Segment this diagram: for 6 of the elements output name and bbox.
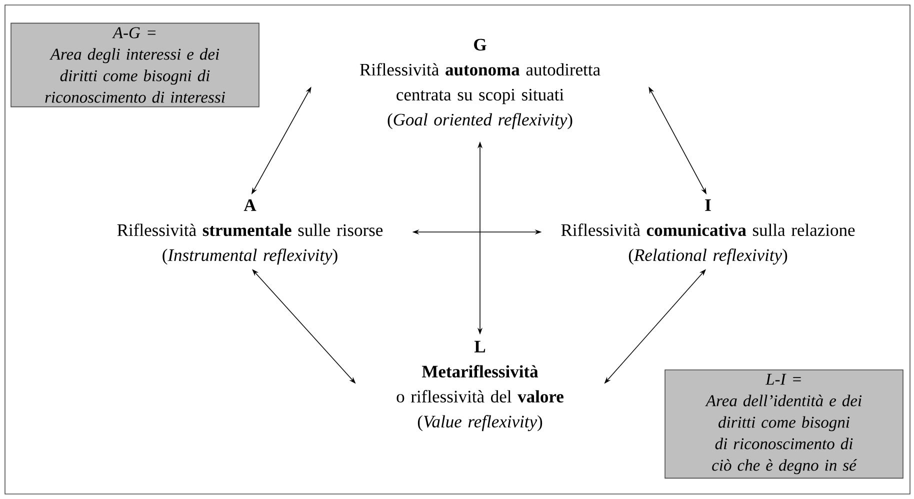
concept-text: I Riflessività comunicativa sulla relazione (Relational reflexivity) <box>561 199 855 265</box>
concept-text: A Riflessività strumentale sulle risorse (Instrumental reflexivity) <box>117 199 383 265</box>
note-box: L-I = Area dell’identità e dei diritti come bisogni di riconoscimento di ciò che è degno in sé <box>664 369 904 479</box>
concept-text: G Riflessività autonoma autodiretta centrata su scopi situati (Goal oriented reflexivity) <box>360 38 600 130</box>
note-box: A-G = Area degli interessi e dei diritti come bisogni di riconoscimento di interessi <box>10 22 260 108</box>
concept-text: L Metariflessività o riflessività del valore (Value reflexivity) <box>396 340 564 432</box>
